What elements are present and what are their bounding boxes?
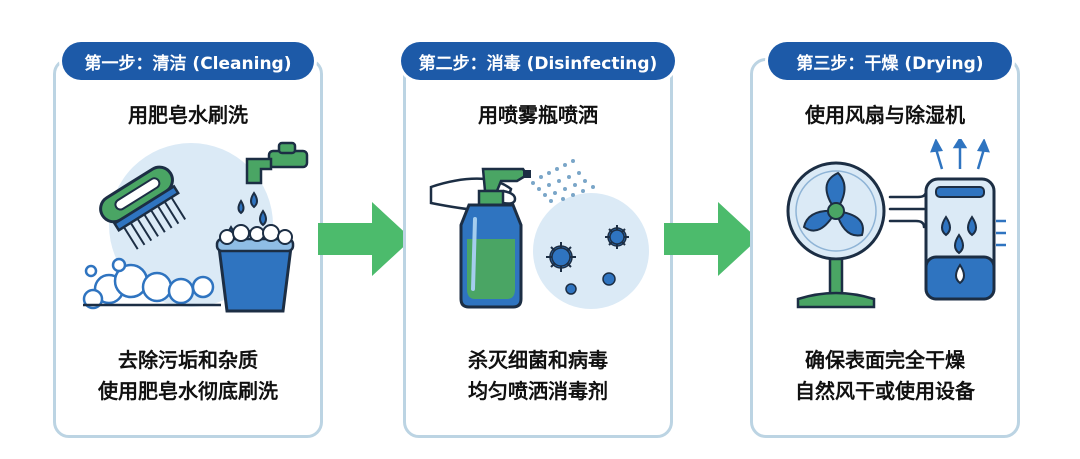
faucet-icon: [245, 141, 309, 185]
step-card-cleaning: 用肥皂水刷洗: [53, 58, 323, 438]
mist-icon: [531, 159, 595, 203]
step-description: 去除污垢和杂质 使用肥皂水彻底刷洗: [56, 345, 320, 407]
spray-bottle-icon: [459, 167, 531, 309]
step-header-disinfecting: 第二步：消毒 (Disinfecting): [401, 42, 675, 80]
step-description: 杀灭细菌和病毒 均匀喷洒消毒剂: [406, 345, 670, 407]
airflow-arrows-icon: [930, 139, 1006, 247]
flow-arrow-icon: [664, 202, 758, 276]
step-subtitle: 使用风扇与除湿机: [805, 103, 965, 127]
description-line: 杀灭细菌和病毒: [468, 348, 608, 372]
description-line: 去除污垢和杂质: [118, 348, 258, 372]
disinfecting-illustration: [429, 159, 649, 309]
step-subtitle: 用肥皂水刷洗: [128, 103, 248, 127]
step-subtitle: 用喷雾瓶喷洒: [478, 103, 598, 127]
wind-icon: [888, 189, 928, 229]
virus-icon: [546, 225, 629, 295]
step-header-cleaning: 第一步：清洁 (Cleaning): [62, 42, 314, 80]
step-card-disinfecting: 用喷雾瓶喷洒: [403, 58, 673, 438]
description-line: 确保表面完全干燥: [805, 348, 965, 372]
flow-arrow-icon: [318, 202, 412, 276]
step-card-drying: 使用风扇与除湿机: [750, 58, 1020, 438]
description-line: 均匀喷洒消毒剂: [468, 379, 608, 403]
step-header-drying: 第三步：干燥 (Drying): [768, 42, 1012, 80]
description-line: 自然风干或使用设备: [795, 379, 975, 403]
cleaning-illustration: [82, 141, 309, 313]
drying-illustration: [786, 139, 1006, 309]
scrub-brush-icon: [99, 165, 187, 250]
fan-icon: [786, 161, 886, 309]
description-line: 使用肥皂水彻底刷洗: [98, 379, 278, 403]
step-description: 确保表面完全干燥 自然风干或使用设备: [753, 345, 1017, 407]
bucket-icon: [215, 224, 295, 313]
soap-bubbles-icon: [82, 257, 215, 310]
dehumidifier-icon: [924, 177, 996, 301]
